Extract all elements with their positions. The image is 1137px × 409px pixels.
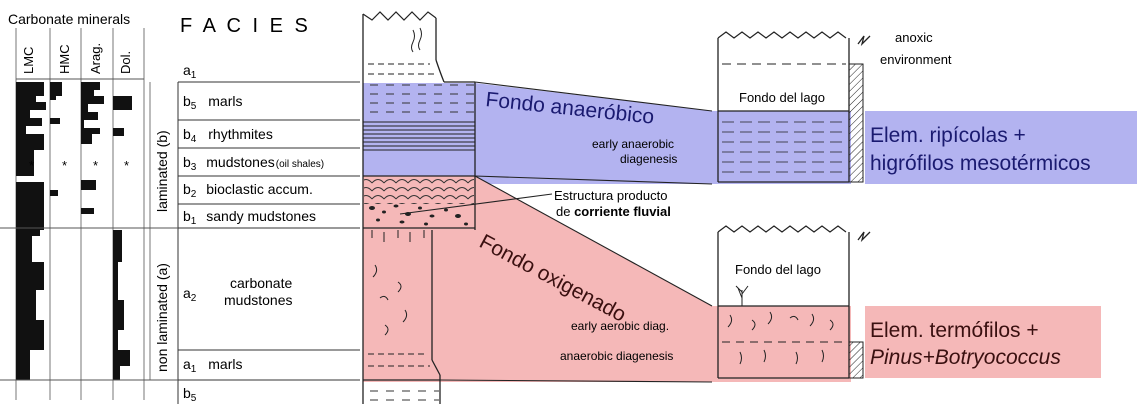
dol-label: Dol. [118, 51, 133, 74]
non-laminated-label: non laminated (a) [154, 263, 170, 372]
facies-b4: b4 rhythmites [183, 126, 273, 145]
lmc-profile-lower [16, 182, 44, 380]
facies-a2-text-1: carbonate [230, 275, 292, 291]
fondo-lago-top-label: Fondo del lago [739, 90, 825, 105]
estructura-label-1: Estructura producto [554, 188, 667, 203]
fondo-lago-bottom-label: Fondo del lago [735, 262, 821, 277]
lmc-label: LMC [21, 47, 36, 74]
facies-a2-text-2: mudstones [224, 292, 292, 308]
pink-band-right [712, 306, 851, 382]
asterisk-dol: * [124, 158, 129, 173]
hmc-label: HMC [57, 44, 72, 74]
estructura-label-2: de corriente fluvial [556, 204, 671, 219]
facies-a2: a2 [183, 285, 197, 304]
asterisk-hmc: * [62, 158, 67, 173]
early-anaerobic-label-2: diagenesis [620, 152, 677, 166]
facies-b1: b1 sandy mudstones [183, 208, 316, 227]
arag-label: Arag. [88, 43, 103, 74]
facies-b5-bottom: b5 [183, 385, 197, 404]
blue-box-line-2: higrófilos mesotérmicos [870, 152, 1091, 175]
facies-a1-bottom: a1 marls [183, 356, 242, 375]
hmc-profile [50, 82, 62, 196]
carbonate-minerals-title: Carbonate minerals [8, 11, 130, 27]
asterisk-arag: * [93, 158, 98, 173]
pink-box-line-1: Elem. termófilos + [870, 319, 1039, 342]
anoxic-label-1: anoxic [895, 30, 933, 45]
facies-b3: b3 mudstones(oil shales) [183, 154, 324, 173]
arag-profile [81, 82, 104, 214]
facies-b2: b2 bioclastic accum. [183, 181, 313, 200]
anoxic-label-2: environment [880, 52, 952, 67]
facies-panel: F A C I E S laminated (b) non laminated … [0, 15, 360, 404]
blue-box-line-1: Elem. ripícolas + [870, 124, 1026, 147]
facies-b5: b5 marls [183, 93, 242, 112]
early-anaerobic-label-1: early anaerobic [592, 137, 674, 151]
laminated-label: laminated (b) [154, 130, 170, 212]
carbonate-minerals-panel: Carbonate minerals LMC HMC Arag. Dol. * … [8, 11, 144, 400]
dol-profile [113, 96, 132, 380]
anaerobic-diagenesis-label: anaerobic diagenesis [560, 349, 673, 363]
pink-box-line-2: Pinus+Botryococcus [870, 346, 1061, 369]
facies-title: F A C I E S [180, 15, 311, 37]
facies-a1-top: a1 [183, 62, 197, 81]
asterisk-lmc: * [29, 158, 34, 173]
early-aerobic-label: early aerobic diag. [571, 319, 669, 333]
